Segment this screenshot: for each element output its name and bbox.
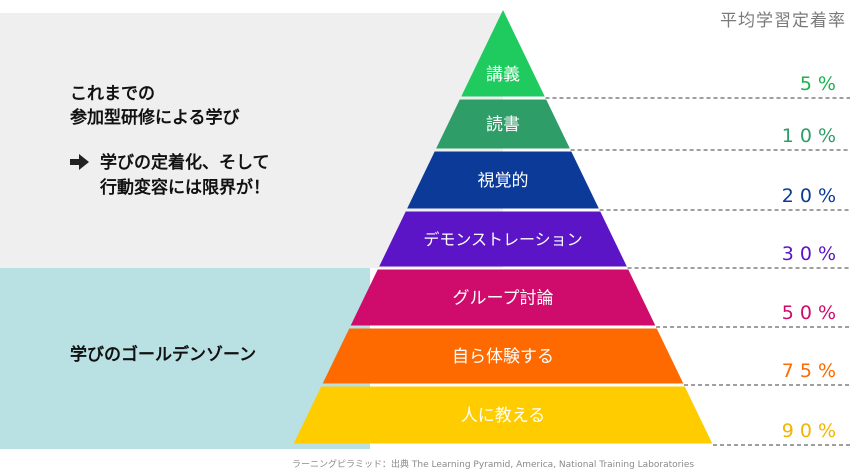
retention-rate: 20% [782, 185, 842, 207]
pyramid-level-label: デモンストレーション [423, 230, 582, 249]
retention-rate-title: 平均学習定着率 [720, 11, 846, 31]
retention-rate: 50% [782, 302, 842, 324]
limit-line-1: 学びの定着化、そして [100, 153, 270, 173]
retention-rate: 90% [782, 420, 842, 442]
pyramid-level-label: 自ら体験する [452, 347, 554, 367]
retention-rate: 30% [782, 243, 842, 265]
pyramid-level-2 [436, 99, 570, 149]
pyramid-level-5 [350, 269, 656, 326]
pyramid-level-4 [379, 211, 627, 267]
pyramid-level-label: 人に教える [461, 406, 546, 426]
pyramid-level-6 [322, 328, 684, 384]
source-note: ラーニングピラミッド：出典 The Learning Pyramid, Amer… [292, 460, 695, 470]
pyramid-level-label: グループ討論 [453, 289, 554, 309]
retention-rate: 75% [782, 360, 842, 382]
pyramid-level-label: 視覚的 [478, 171, 529, 191]
pyramid-level-label: 読書 [486, 115, 520, 135]
limit-line-2: 行動変容には限界が！ [100, 178, 270, 198]
lead-line-1: これまでの [70, 84, 155, 104]
arrow-right-icon [70, 154, 89, 170]
pyramid-level-3 [407, 151, 599, 209]
golden-zone-label: 学びのゴールデンゾーン [70, 345, 257, 365]
pyramid-level-7 [293, 386, 713, 444]
retention-rate: 10% [782, 125, 842, 147]
retention-rate: 5% [800, 73, 842, 95]
pyramid-level-1 [461, 10, 545, 97]
lead-line-2: 参加型研修による学び [70, 108, 240, 128]
pyramid-level-label: 講義 [486, 65, 520, 85]
